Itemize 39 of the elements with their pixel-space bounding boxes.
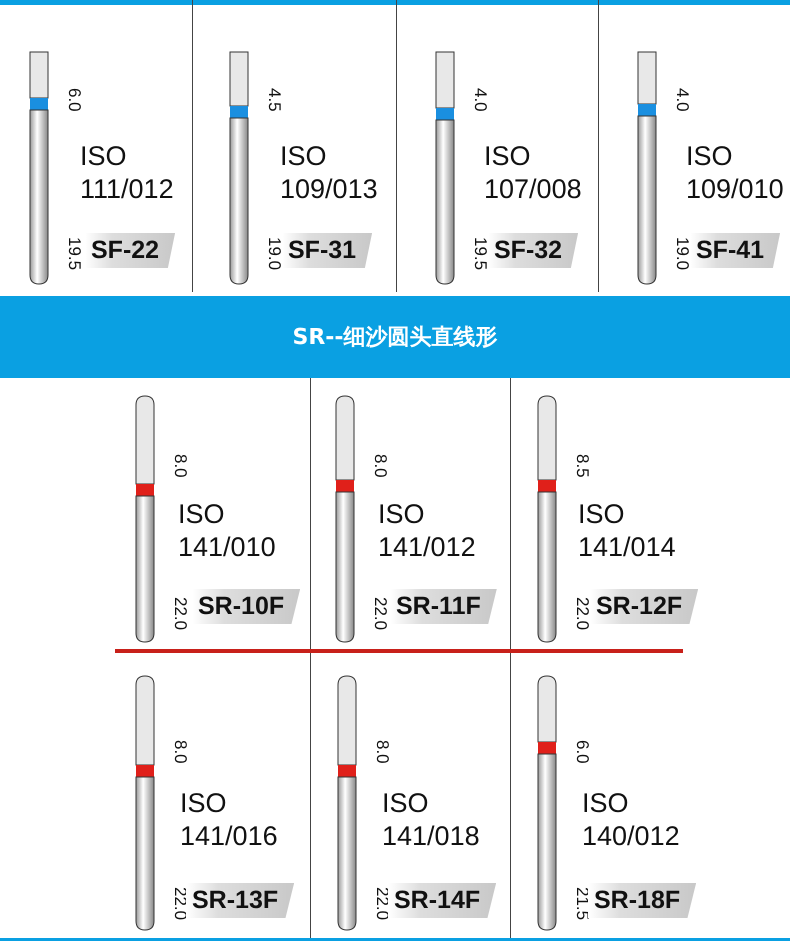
head-length: 6.0 [64,88,84,112]
model-code: SF-31 [282,233,372,268]
model-code: SR-13F [186,883,294,918]
model-code: SR-12F [590,589,698,624]
iso-number: ISO 141/010 [178,498,277,564]
total-length: 19.5 [470,236,490,270]
head-length: 8.0 [170,454,190,478]
iso-number: ISO 141/016 [180,787,279,853]
iso-number: ISO 109/013 [280,140,379,206]
total-length: 22.0 [170,596,190,630]
iso-number: ISO 140/012 [582,787,681,853]
model-code: SR-18F [588,883,696,918]
head-length: 4.0 [470,88,490,112]
total-length: 22.0 [370,596,390,630]
iso-number: ISO 141/012 [378,498,477,564]
model-code: SR-14F [388,883,496,918]
model-code: SR-11F [390,589,497,624]
head-length: 8.0 [170,740,190,764]
head-length: 8.5 [572,454,592,478]
total-length: 19.5 [64,236,84,270]
model-code: SR-10F [192,589,300,624]
iso-number: ISO 107/008 [484,140,583,206]
section-title: SR--细沙圆头直线形 [292,324,498,352]
model-code: SF-22 [85,233,176,268]
total-length: 22.0 [572,596,592,630]
head-length: 8.0 [370,454,390,478]
iso-number: ISO 111/012 [80,140,175,206]
iso-number: ISO 141/018 [382,787,481,853]
head-length: 4.5 [264,88,284,112]
head-length: 4.0 [672,88,692,112]
section-banner [0,296,790,378]
head-length: 6.0 [572,740,592,764]
iso-number: ISO 141/014 [578,498,677,564]
model-code: SF-32 [488,233,578,268]
total-length: 19.0 [264,236,284,270]
total-length: 19.0 [672,236,692,270]
head-length: 8.0 [372,740,392,764]
model-code: SF-41 [690,233,780,268]
iso-number: ISO 109/010 [686,140,785,206]
